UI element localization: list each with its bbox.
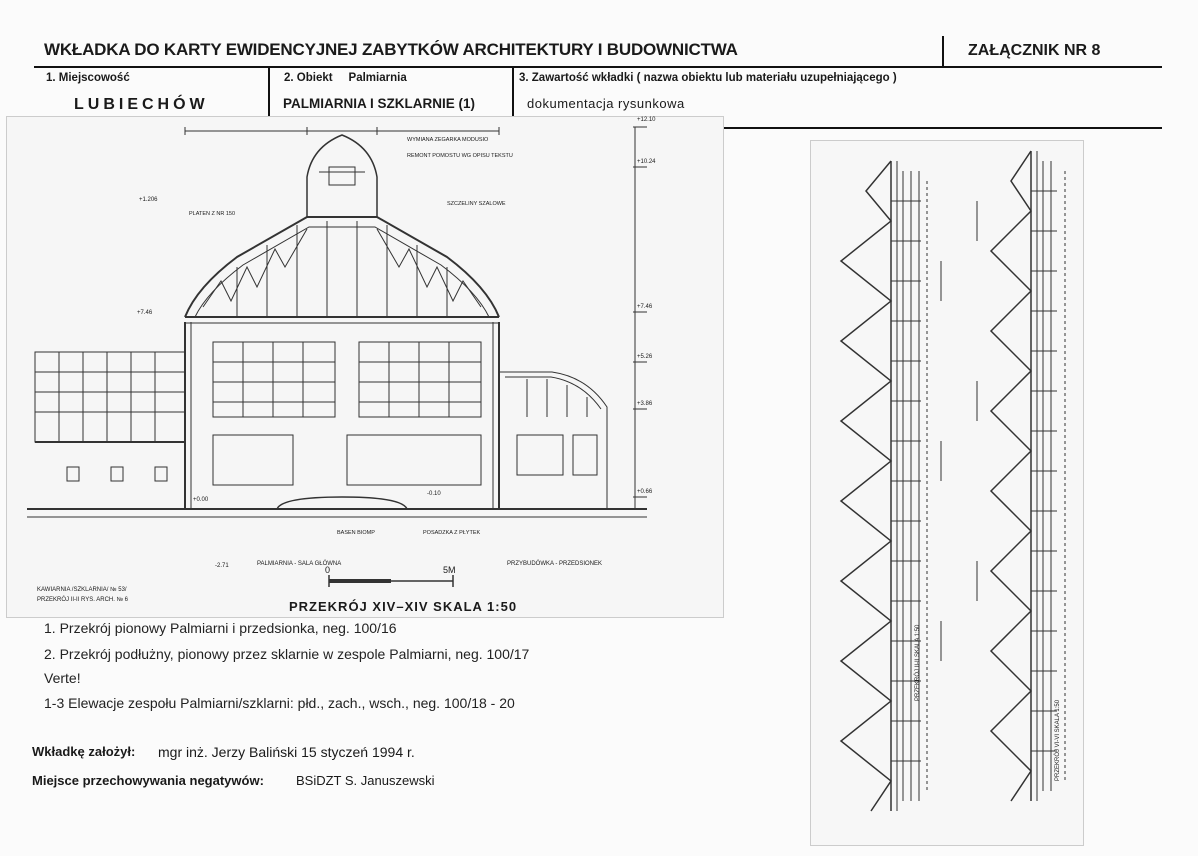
caption-3: 1-3 Elewacje zespołu Palmiarni/szklarni:… xyxy=(44,695,515,711)
drawing-note: REMONT POMOSTU WG OPISU TEKSTU xyxy=(407,153,513,159)
elevation-label: -0.10 xyxy=(427,491,441,497)
storage-label: Miejsce przechowywania negatywów: xyxy=(32,773,264,788)
elevation-label: -2.71 xyxy=(215,563,229,569)
elevation-label: +3.86 xyxy=(637,401,653,407)
author-value: mgr inż. Jerzy Baliński 15 styczeń 1994 … xyxy=(158,744,415,760)
content-label: 3. Zawartość wkładki ( nazwa obiektu lub… xyxy=(519,72,897,84)
place-value: LUBIECHÓW xyxy=(74,96,209,113)
elevation-label: +10.24 xyxy=(637,159,656,165)
section-drawing: +12.10 +10.24 +7.46 +5.26 +3.86 +0.66 +1… xyxy=(6,116,724,618)
drawing-note: WYMIANA ZEGARKA MODUSIO xyxy=(407,137,489,143)
object-value: PALMIARNIA I SZKLARNIE (1) xyxy=(283,96,475,111)
elevation-label: +0.00 xyxy=(193,497,209,503)
elevation-label: +1.206 xyxy=(139,197,158,203)
caption-verte: Verte! xyxy=(44,670,81,686)
source-note: KAWIARNIA /SZKLARNIA/ № 53/ xyxy=(37,587,127,593)
elevation-sheet-svg xyxy=(839,150,1066,812)
source-note: PRZEKRÓJ II-II RYS. ARCH. № 6 xyxy=(37,597,129,603)
annex-label: ZAŁĄCZNIK NR 8 xyxy=(968,42,1101,59)
caption-2: 2. Przekrój podłużny, pionowy przez skla… xyxy=(44,646,530,662)
elevation-label: +12.10 xyxy=(637,117,656,123)
field-row-rule xyxy=(720,127,1162,129)
elevation-sheet: PRZEKRÓJ II-II SKALA 1:50 PRZEKRÓJ VI-VI… xyxy=(810,140,1084,846)
right-elevation-label: PRZEKRÓJ VI-VI SKALA 1:50 xyxy=(1055,699,1061,781)
elevation-label: +5.26 xyxy=(637,354,653,360)
header-divider xyxy=(942,36,944,66)
drawing-note: POSADZKA Z PŁYTEK xyxy=(423,530,481,536)
form-title: WKŁADKA DO KARTY EWIDENCYJNEJ ZABYTKÓW A… xyxy=(44,40,738,59)
elevation-label: +0.66 xyxy=(637,489,653,495)
drawing-title: PRZEKRÓJ XIV–XIV SKALA 1:50 xyxy=(289,599,518,614)
object-label: 2. Obiekt Palmiarnia xyxy=(284,72,407,84)
left-room-label: PALMIARNIA - SALA GŁÓWNA xyxy=(257,561,342,567)
header-rule xyxy=(34,66,1162,68)
left-elevation-label: PRZEKRÓJ II-II SKALA 1:50 xyxy=(915,624,921,701)
place-label: 1. Miejscowość xyxy=(46,72,130,84)
caption-1: 1. Przekrój pionowy Palmiarni i przedsio… xyxy=(44,620,397,636)
drawing-note: PLATEN Z NR 150 xyxy=(189,211,236,217)
field-divider-1 xyxy=(268,68,270,118)
storage-value: BSiDZT S. Januszewski xyxy=(296,773,435,788)
right-room-label: PRZYBUDÓWKA - PRZEDSIONEK xyxy=(507,561,603,567)
scale-end: 5M xyxy=(443,565,456,575)
drawing-note: SZCZELINY SZALOWE xyxy=(447,201,506,207)
elevation-label: +7.46 xyxy=(637,304,653,310)
elevation-label: +7.46 xyxy=(137,310,153,316)
section-drawing-svg xyxy=(27,126,647,587)
scale-start: 0 xyxy=(325,565,331,575)
content-value: dokumentacja rysunkowa xyxy=(527,96,685,111)
author-label: Wkładkę założył: xyxy=(32,744,136,759)
drawing-note: BASEN BIOMP xyxy=(337,530,375,536)
field-divider-2 xyxy=(512,68,514,118)
